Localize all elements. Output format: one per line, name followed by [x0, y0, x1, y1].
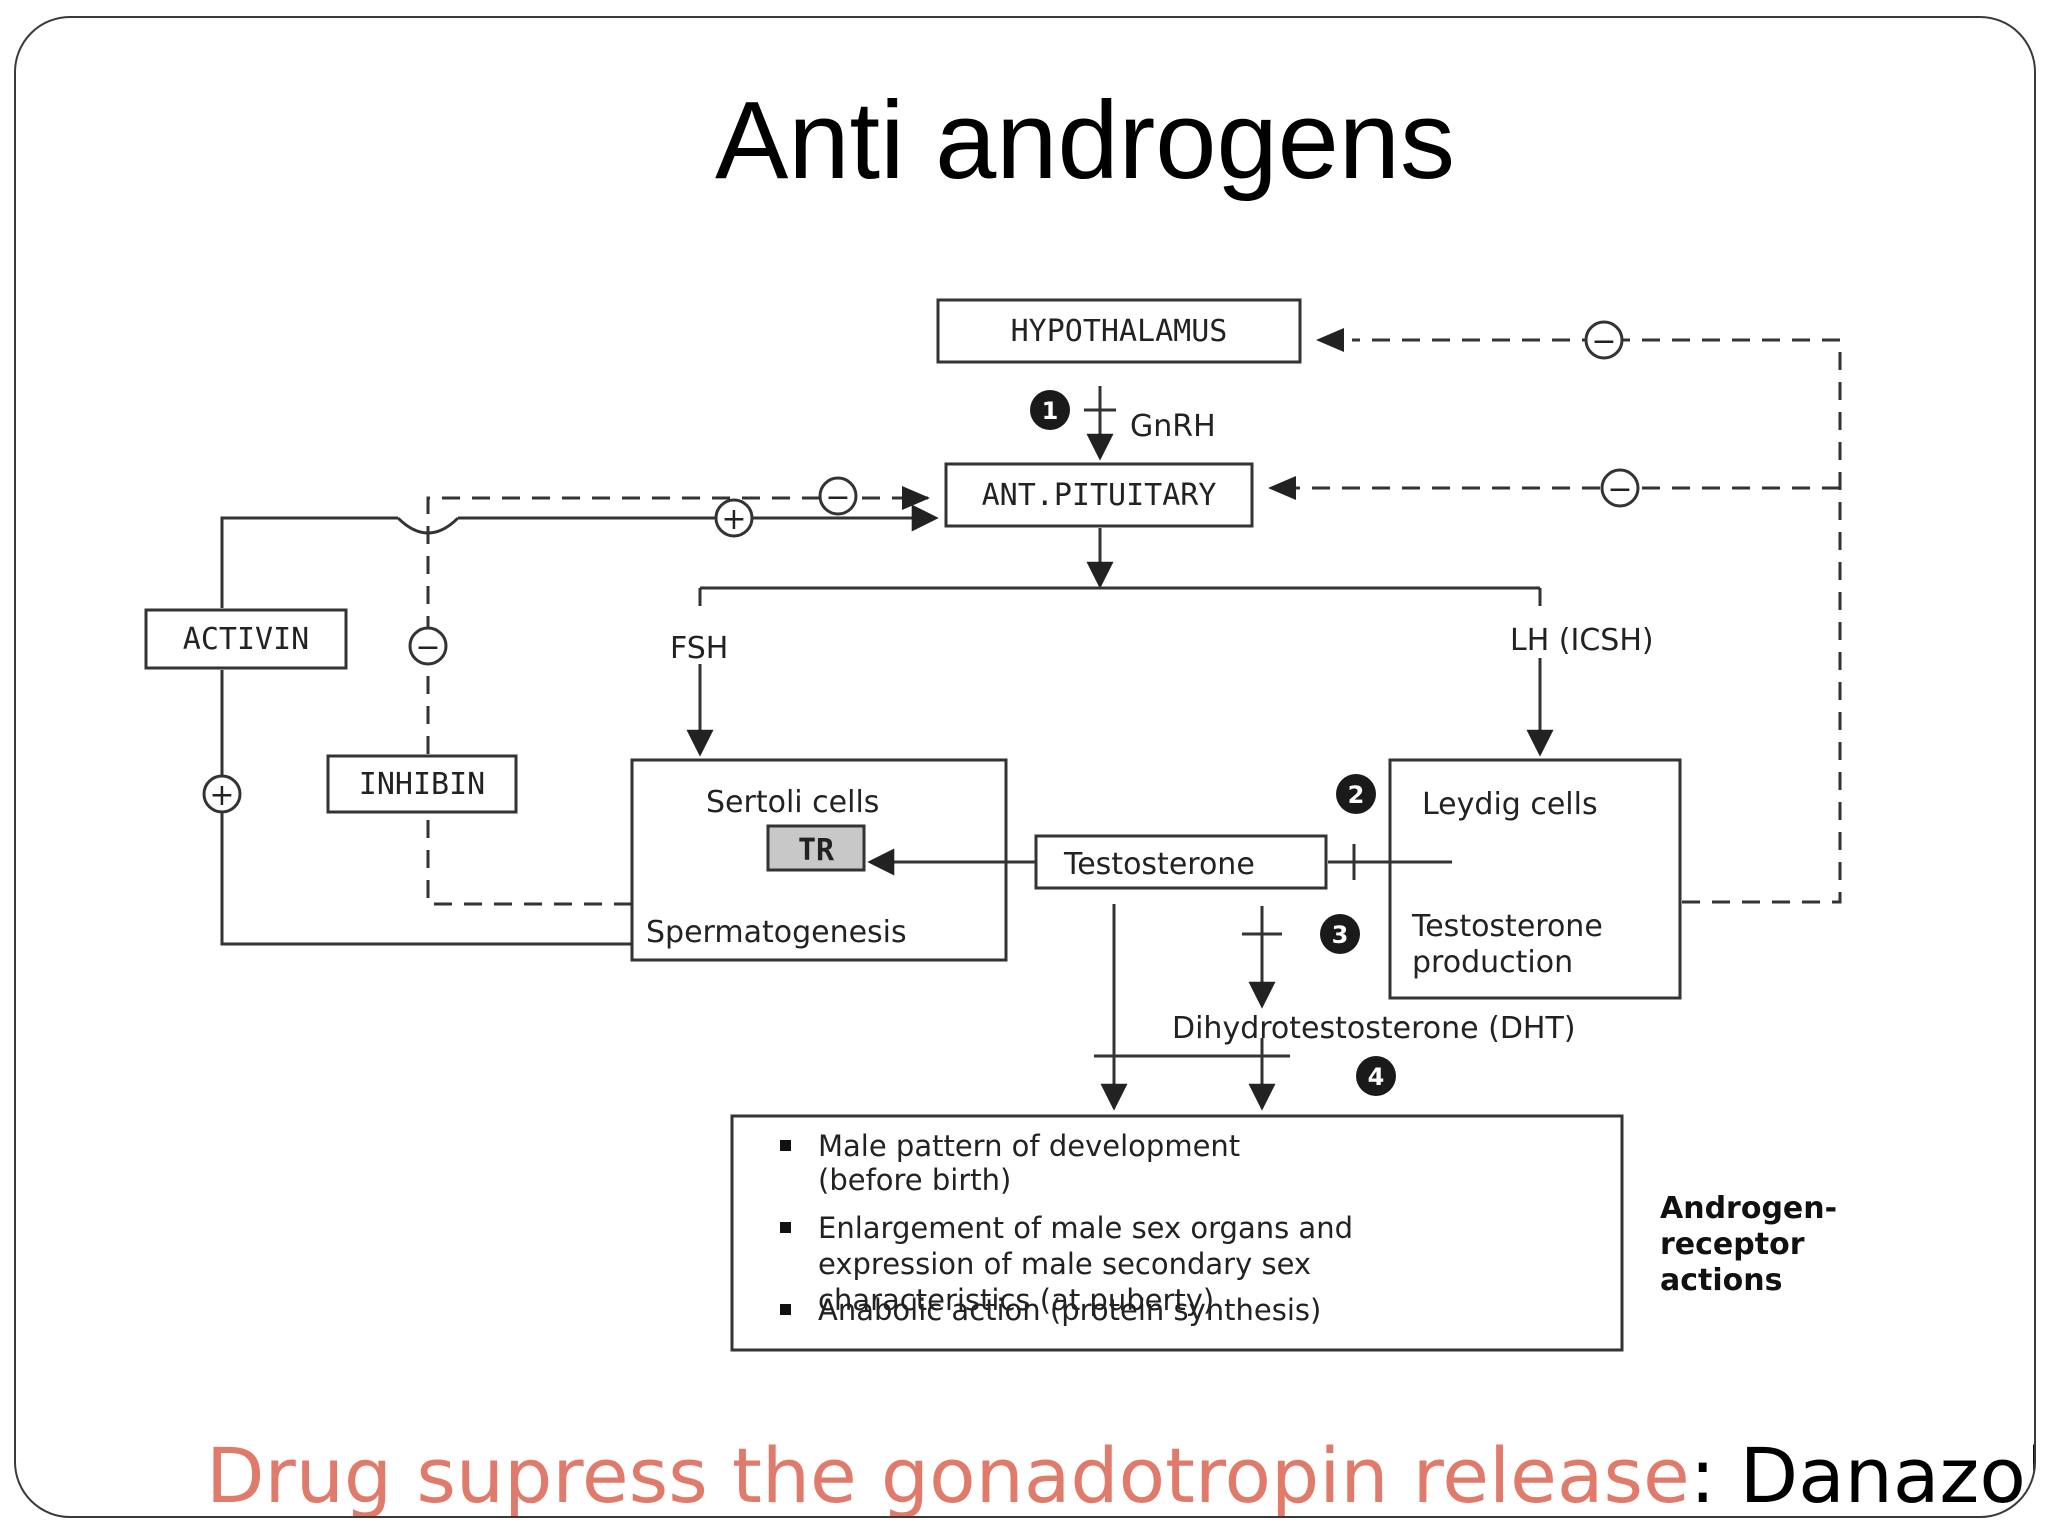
testosterone-production-label-2: production [1412, 945, 1573, 980]
marker-3 [1320, 914, 1360, 954]
ant-pituitary-box [944, 462, 1254, 528]
action-line-4: expression of male secondary sex [818, 1247, 1311, 1281]
marker-3-label: 3 [1332, 921, 1349, 949]
slide-title: Anti androgens [715, 79, 1455, 202]
minus-sign: − [415, 630, 440, 665]
slide: Anti androgens [14, 16, 2036, 1518]
pituitary-arrowhead-right [1268, 476, 1296, 500]
dht-label: Dihydrotestosterone (DHT) [1172, 1011, 1576, 1046]
inhibin-up-line [426, 496, 928, 754]
footer-red-text: Drug supress the gonadotropin release [206, 1431, 1690, 1518]
action-line-2: (before birth) [818, 1163, 1011, 1197]
hypothalamus-box [936, 298, 1302, 364]
testosterone-label: Testosterone [1063, 847, 1255, 882]
activin-feedback-line [220, 670, 632, 946]
minus-sign: − [1591, 324, 1616, 359]
bullet [780, 1304, 791, 1315]
marker-4-label: 4 [1368, 1063, 1385, 1091]
action-line-1: Male pattern of development [818, 1129, 1240, 1163]
footer-black-text: : Danazol [1689, 1431, 2036, 1518]
sertoli-box [630, 758, 1008, 962]
inhibin-feedback-line [426, 814, 632, 906]
hypothalamus-label: HYPOTHALAMUS [1011, 314, 1228, 349]
bullet [780, 1140, 791, 1151]
action-line-3: Enlargement of male sex organs and [818, 1211, 1353, 1245]
bullet [780, 1222, 791, 1233]
minus-circle-hypothalamus [1584, 320, 1624, 360]
minus-sign: − [825, 480, 850, 515]
inhibin-box [326, 754, 518, 814]
minus-circle-inhibin-side [408, 626, 448, 666]
sertoli-label: Sertoli cells [706, 785, 879, 820]
fsh-label: FSH [670, 631, 728, 666]
leydig-label: Leydig cells [1422, 787, 1598, 822]
tr-label: TR [798, 833, 835, 868]
ant-pituitary-label: ANT.PITUITARY [982, 478, 1217, 513]
hormone-feedback-diagram: − − − + − + 1 2 3 4 HYPOTHALAMUS ANT.PIT… [144, 298, 1842, 1352]
minus-sign: − [1607, 472, 1632, 507]
marker-4 [1356, 1056, 1396, 1096]
marker-2-label: 2 [1348, 781, 1365, 809]
tr-box [766, 824, 866, 872]
plus-sign: + [209, 778, 234, 813]
receptor-label-2: receptor [1660, 1227, 1805, 1262]
receptor-label-3: actions [1660, 1263, 1782, 1298]
plus-circle-activin-top [714, 498, 754, 538]
plus-circle-activin-side [202, 774, 242, 814]
pituitary-arrowhead-left [902, 486, 930, 510]
lh-label: LH (ICSH) [1510, 623, 1654, 658]
minus-circle-pituitary-right [1600, 468, 1640, 508]
marker-1-label: 1 [1042, 397, 1059, 425]
plus-sign: + [721, 502, 746, 537]
footer-text: Drug supress the gonadotropin release: D… [206, 1438, 2034, 1514]
marker-1 [1030, 390, 1070, 430]
activin-label: ACTIVIN [183, 622, 309, 657]
inhibin-label: INHIBIN [359, 767, 485, 802]
action-line-5: characteristics (at puberty) [818, 1283, 1214, 1317]
testosterone-production-label-1: Testosterone [1411, 909, 1603, 944]
leydig-box [1388, 758, 1682, 1000]
receptor-label-1: Androgen- [1660, 1191, 1837, 1226]
spermatogenesis-label: Spermatogenesis [646, 915, 907, 950]
gnrh-label: GnRH [1130, 409, 1216, 444]
activin-box [144, 608, 348, 670]
actions-box [730, 1114, 1624, 1352]
action-line-6: Anabolic action (protein synthesis) [818, 1293, 1321, 1327]
activin-to-pituitary-line [220, 516, 398, 608]
marker-2 [1336, 774, 1376, 814]
hypothalamus-arrowhead [1316, 328, 1344, 352]
minus-circle-inhibin-top [818, 476, 858, 516]
